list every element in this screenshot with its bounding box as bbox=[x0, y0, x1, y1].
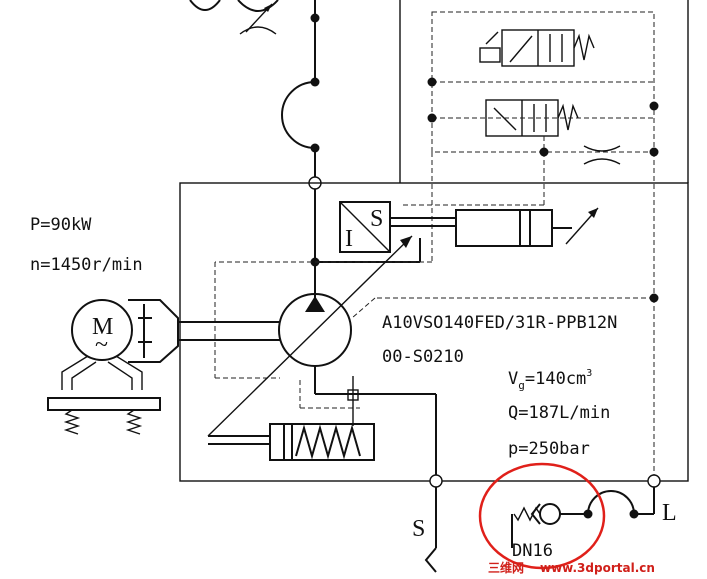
transducer-label-i: I bbox=[345, 226, 353, 252]
pump-flow: Q=187L/min bbox=[508, 403, 610, 423]
top-throttle-symbol bbox=[189, 0, 279, 35]
motor-speed-label: n=1450r/min bbox=[30, 255, 143, 275]
pump-model-line1: A10VSO140FED/31R-PPB12N bbox=[382, 313, 617, 333]
pump-model-line2: 00-S0210 bbox=[382, 347, 464, 367]
stroking-cylinder bbox=[208, 423, 375, 461]
pilot-orifice bbox=[583, 145, 621, 165]
transducer-label-s: S bbox=[370, 206, 383, 232]
watermark-site: www.3dportal.cn bbox=[540, 561, 655, 575]
pilot-valve-upper bbox=[479, 29, 595, 67]
pilot-lines bbox=[214, 11, 659, 478]
drain-line bbox=[511, 474, 661, 548]
line-size-label: DN16 bbox=[512, 541, 553, 561]
pressure-transducer: I S bbox=[339, 201, 456, 253]
motor-symbol: M bbox=[92, 314, 113, 340]
electric-motor: M ~ bbox=[47, 299, 179, 435]
pump-displacement: Vg=140cm3 bbox=[508, 368, 592, 392]
motor-ac-mark: ~ bbox=[95, 332, 108, 358]
variable-pump bbox=[207, 235, 443, 573]
highlight-circle bbox=[478, 462, 606, 570]
drain-port-label: L bbox=[662, 500, 677, 526]
drive-shaft bbox=[178, 321, 280, 341]
control-cylinder bbox=[455, 207, 599, 247]
motor-power-label: P=90kW bbox=[30, 215, 92, 235]
pump-pressure: p=250bar bbox=[508, 439, 590, 459]
watermark-prefix: 三维网 bbox=[488, 560, 524, 575]
suction-port-label: S bbox=[412, 516, 425, 542]
